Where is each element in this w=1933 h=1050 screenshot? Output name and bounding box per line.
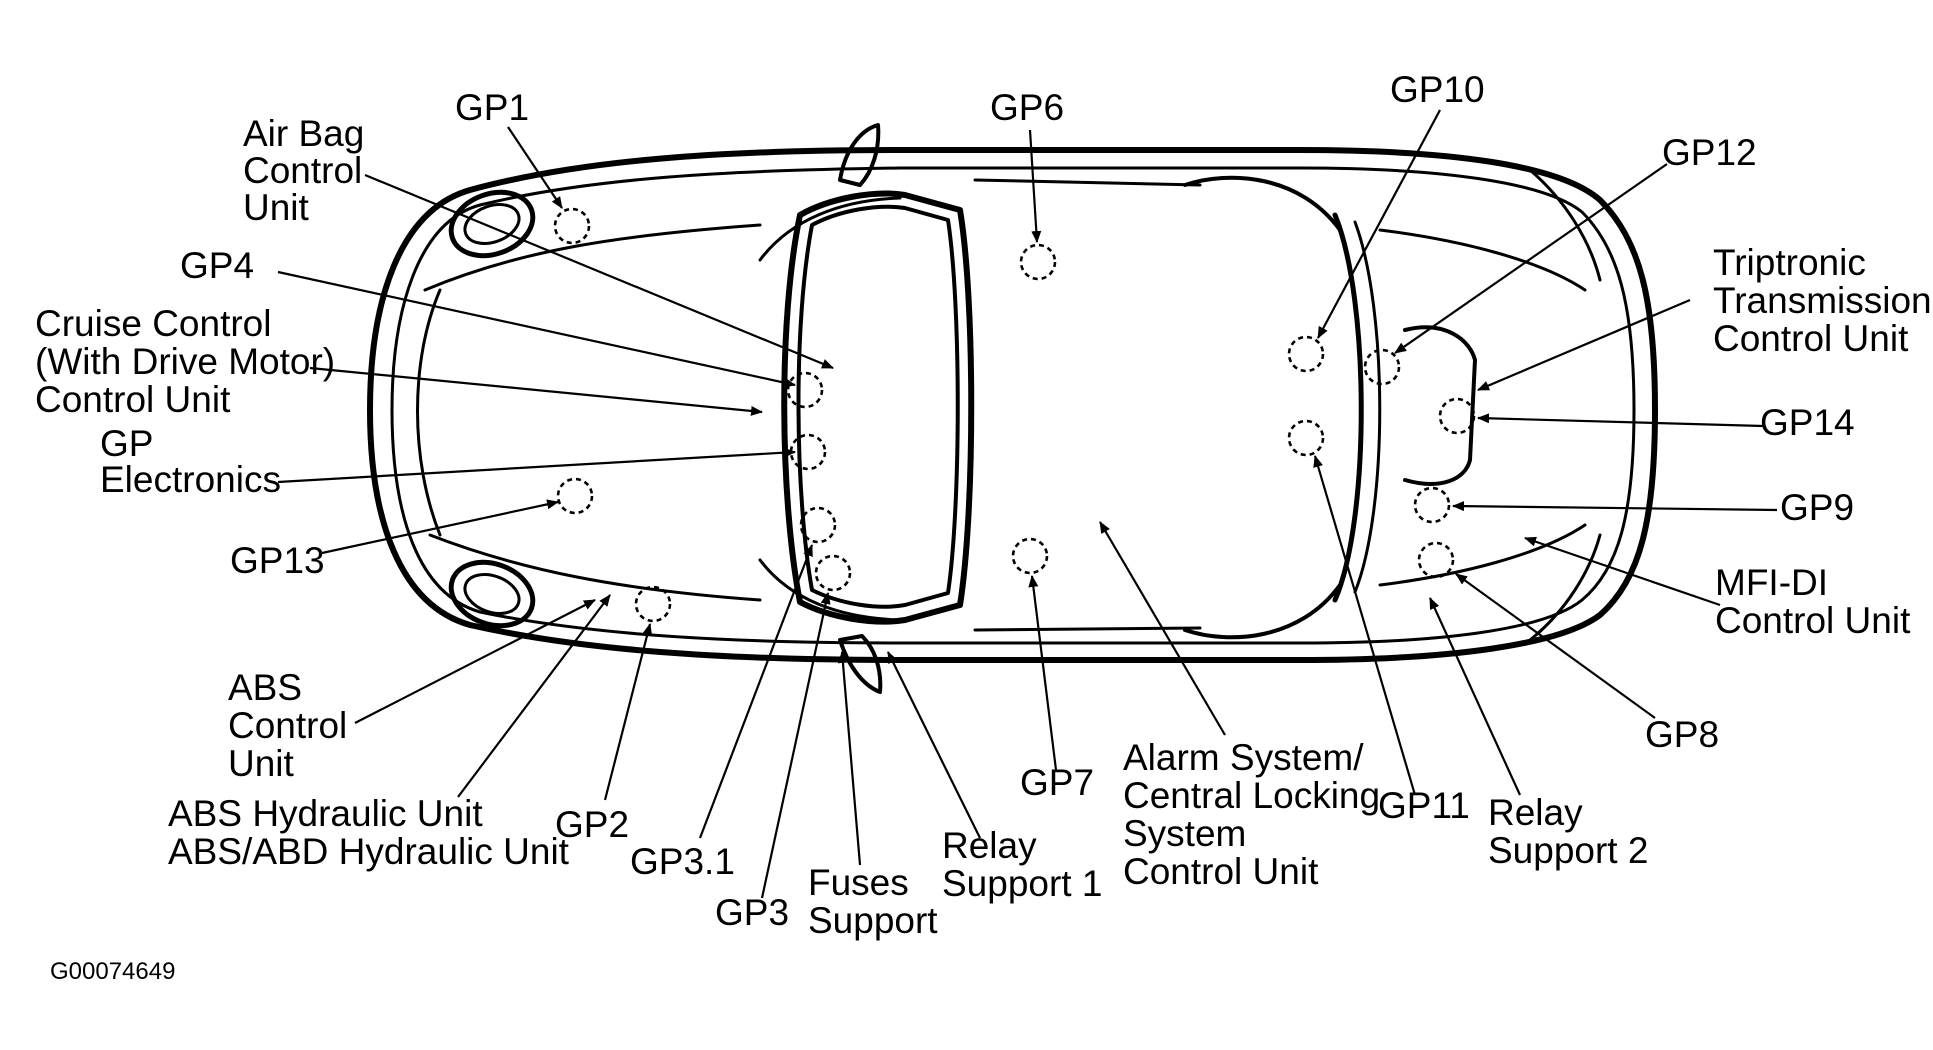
label-abs-hydraulic-unit: ABS Hydraulic Unit ABS/ABD Hydraulic Uni…: [168, 793, 570, 872]
label-gp4: GP4: [180, 245, 254, 286]
gp12-marker: [1363, 348, 1401, 386]
gp-electronics-marker: [789, 433, 827, 471]
gp13-marker: [556, 477, 594, 515]
gp9-marker: [1413, 486, 1451, 524]
component-location-markers: [553, 207, 1476, 623]
gp3-1-marker: [799, 506, 837, 544]
label-gp12: GP12: [1662, 132, 1757, 173]
label-relay-support-1: Relay Support 1: [942, 825, 1102, 904]
label-relay-support-2: Relay Support 2: [1488, 792, 1648, 871]
figure-id: G00074649: [50, 958, 175, 985]
label-mfi-di-control-unit: MFI-DI Control Unit: [1715, 562, 1911, 641]
label-gp3: GP3: [715, 892, 789, 933]
gp3-marker: [814, 554, 852, 592]
door-and-roof-lines: [973, 175, 1382, 640]
rear-deck: [1378, 168, 1602, 642]
label-gp13: GP13: [230, 540, 325, 581]
gp4-marker: [786, 371, 824, 409]
label-gp3-1: GP3.1: [630, 841, 735, 882]
label-gp14: GP14: [1760, 402, 1855, 443]
gp6-marker: [1019, 243, 1057, 281]
label-gp10: GP10: [1390, 69, 1485, 110]
front-headlights: [448, 189, 536, 629]
label-alarm-system: Alarm System/ Central Locking System Con…: [1123, 737, 1390, 892]
label-gp11: GP11: [1378, 785, 1470, 826]
gp7-marker: [1011, 537, 1049, 575]
gp1-marker: [553, 207, 591, 245]
gp8-marker: [1417, 541, 1455, 579]
label-gp2: GP2: [555, 804, 629, 845]
label-abs-control-unit: ABS Control Unit: [228, 667, 358, 784]
front-hood: [416, 223, 762, 602]
gp11-marker: [1287, 419, 1325, 457]
gp10-marker: [1287, 335, 1325, 373]
car-outline: [367, 147, 1658, 663]
gp14-marker: [1438, 397, 1476, 435]
windshield-frame: [758, 190, 975, 625]
label-air-bag-control-unit: Air Bag Control Unit: [243, 113, 375, 228]
label-gp7: GP7: [1020, 762, 1094, 803]
label-cruise-control: Cruise Control (With Drive Motor) Contro…: [35, 303, 345, 420]
side-mirrors: [838, 123, 883, 694]
label-gp1: GP1: [455, 87, 529, 128]
label-gp6: GP6: [990, 87, 1064, 128]
leader-lines: [277, 109, 1778, 899]
label-gp9: GP9: [1780, 487, 1854, 528]
gp2-marker: [634, 585, 672, 623]
label-gp-electronics: GP Electronics: [100, 423, 281, 500]
label-gp8: GP8: [1645, 714, 1719, 755]
label-triptronic-control-unit: Triptronic Transmission Control Unit: [1713, 242, 1933, 359]
label-fuses-support: Fuses Support: [808, 862, 938, 941]
